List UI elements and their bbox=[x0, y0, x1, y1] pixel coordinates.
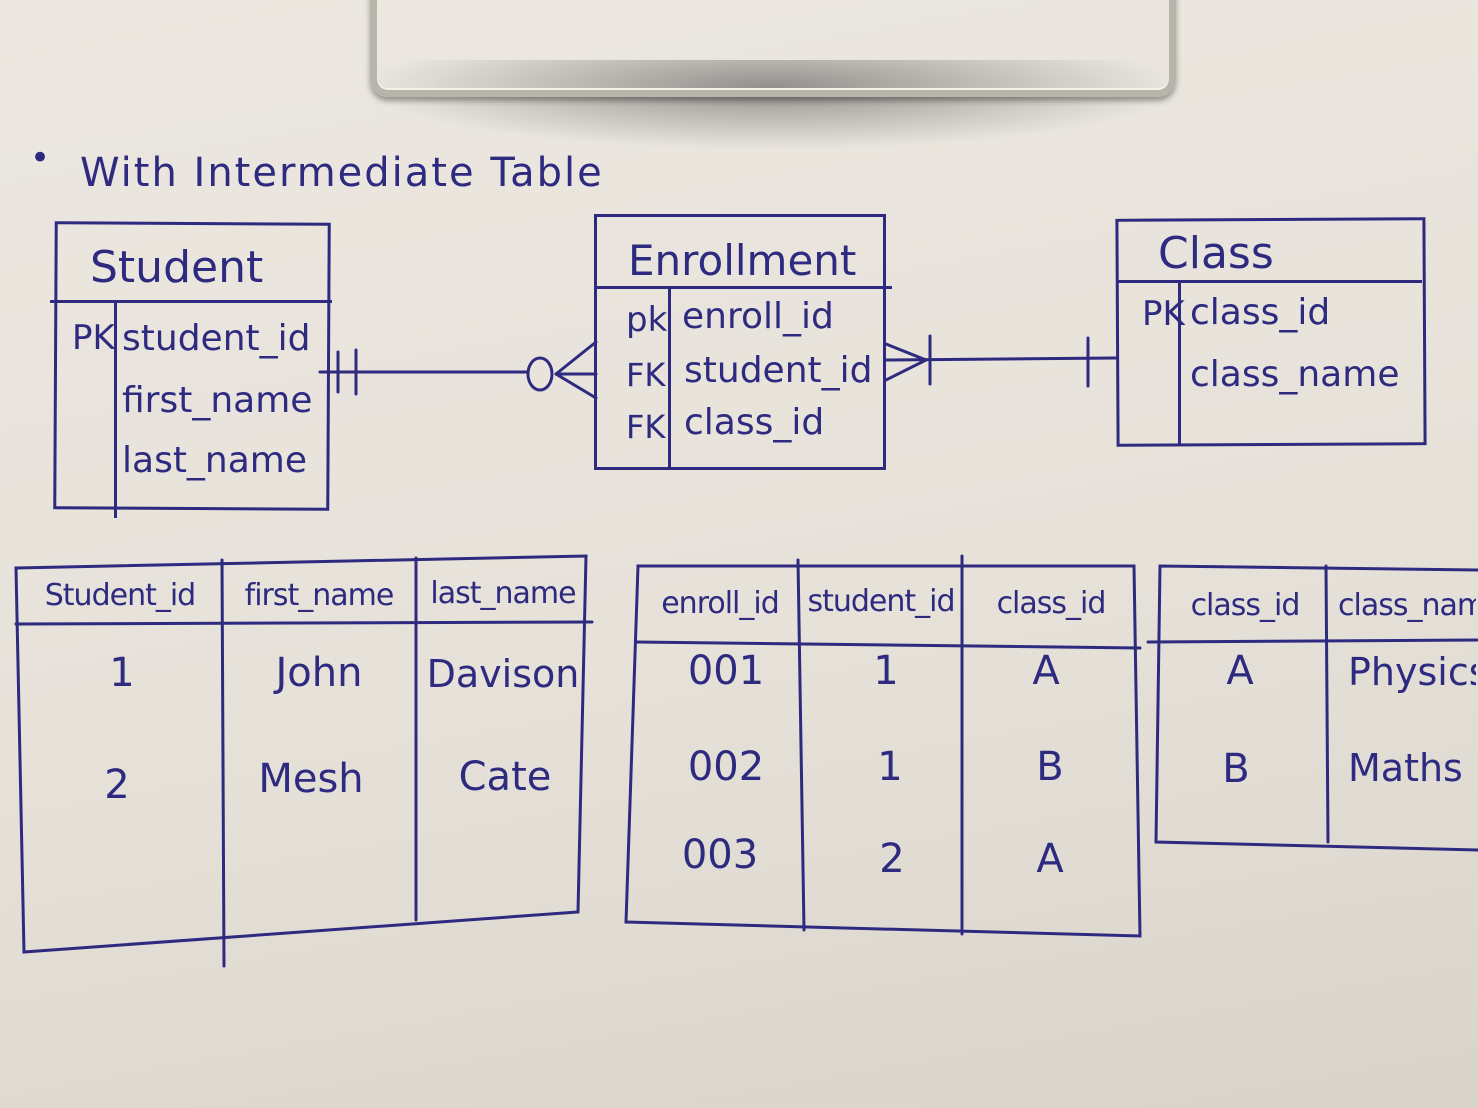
enrollment-crowsfoot bbox=[554, 340, 598, 376]
enrollment-crowsfoot-right bbox=[884, 358, 928, 382]
enrollment-entity-field: class_id bbox=[684, 402, 825, 443]
class-table-header-divider bbox=[1146, 638, 1478, 644]
enrollment-entity-fk-label: FK bbox=[626, 356, 666, 394]
enrollment-entity-field: student_id bbox=[684, 350, 873, 391]
student-entity-pk-label: PK bbox=[72, 318, 115, 358]
student-table-cell: 2 bbox=[104, 762, 130, 808]
enrollment-entity-pk-label: pk bbox=[626, 300, 668, 340]
class-table-header: class_id bbox=[1190, 588, 1301, 623]
clipboard-clip bbox=[370, 0, 1176, 97]
class-table-cell: Maths bbox=[1348, 746, 1463, 790]
student-table-header: Student_id bbox=[44, 578, 196, 613]
enrollment-zero-mark bbox=[526, 356, 554, 392]
student-table-cell: Cate bbox=[458, 754, 552, 800]
student-entity-title: Student bbox=[90, 242, 264, 293]
student-table-header: first_name bbox=[244, 578, 395, 613]
enrollment-table-border bbox=[624, 564, 1142, 938]
student-entity-divider bbox=[50, 300, 332, 303]
student-table-cell: Mesh bbox=[258, 756, 364, 802]
enrollment-entity-fk-label: FK bbox=[626, 408, 666, 446]
enrollment-table-header: enroll_id bbox=[661, 586, 780, 621]
clipboard-clip-shadow bbox=[360, 60, 1180, 150]
student-table-cell: Davison bbox=[426, 652, 580, 696]
enrollment-table-cell: 001 bbox=[687, 648, 765, 694]
enrollment-table-col-divider bbox=[796, 558, 806, 932]
enrollment-table-cell: 1 bbox=[873, 648, 899, 694]
student-table-cell: 1 bbox=[109, 650, 135, 696]
class-table-cell: B bbox=[1222, 746, 1250, 792]
enrollment-table-header-divider bbox=[634, 640, 1142, 650]
enrollment-entity-field: enroll_id bbox=[682, 296, 834, 337]
class-entity-key-divider bbox=[1178, 282, 1181, 446]
enrollment-table-cell: 1 bbox=[877, 744, 903, 790]
student-table-border bbox=[14, 554, 588, 954]
enrollment-table-cell: A bbox=[1036, 836, 1064, 882]
enrollment-table-header: class_id bbox=[996, 586, 1107, 621]
student-table-header: last_name bbox=[430, 576, 576, 611]
student-table-col-divider bbox=[220, 558, 226, 968]
enrollment-table-cell: A bbox=[1032, 648, 1060, 694]
class-entity-title: Class bbox=[1158, 228, 1274, 279]
heading: With Intermediate Table bbox=[80, 150, 604, 196]
class-table-border bbox=[1154, 564, 1478, 852]
class-table-col-divider bbox=[1324, 564, 1330, 844]
enrollment-table-cell: 002 bbox=[687, 744, 765, 790]
enrollment-table-header: student_id bbox=[807, 584, 955, 619]
class-entity-field: class_id bbox=[1190, 292, 1331, 333]
class-table-cell: Physics bbox=[1348, 650, 1476, 694]
student-table-header-divider bbox=[14, 620, 594, 626]
class-table-cell: A bbox=[1226, 648, 1254, 694]
enrollment-table-cell: B bbox=[1036, 744, 1064, 790]
enrollment-entity-key-divider bbox=[668, 286, 671, 470]
class-table-header: class_nam bbox=[1338, 588, 1476, 623]
class-entity-divider bbox=[1118, 280, 1422, 283]
enrollment-crowsfoot-right bbox=[884, 342, 928, 362]
student-table-cell: John bbox=[275, 650, 363, 696]
heading-bullet: • bbox=[30, 138, 51, 178]
class-entity-field: class_name bbox=[1190, 354, 1400, 395]
enrollment-entity-title: Enrollment bbox=[628, 236, 857, 285]
class-entity-pk-label: PK bbox=[1142, 294, 1185, 334]
student-entity-field: student_id bbox=[122, 318, 311, 359]
enrollment-crowsfoot bbox=[554, 372, 598, 400]
enrollment-entity-divider bbox=[596, 286, 892, 289]
student-entity-field: first_name bbox=[122, 380, 313, 421]
student-entity-key-divider bbox=[114, 300, 117, 518]
enrollment-table-cell: 2 bbox=[879, 836, 905, 882]
enrollment-table-cell: 003 bbox=[681, 832, 759, 878]
student-entity-field: last_name bbox=[122, 440, 308, 481]
